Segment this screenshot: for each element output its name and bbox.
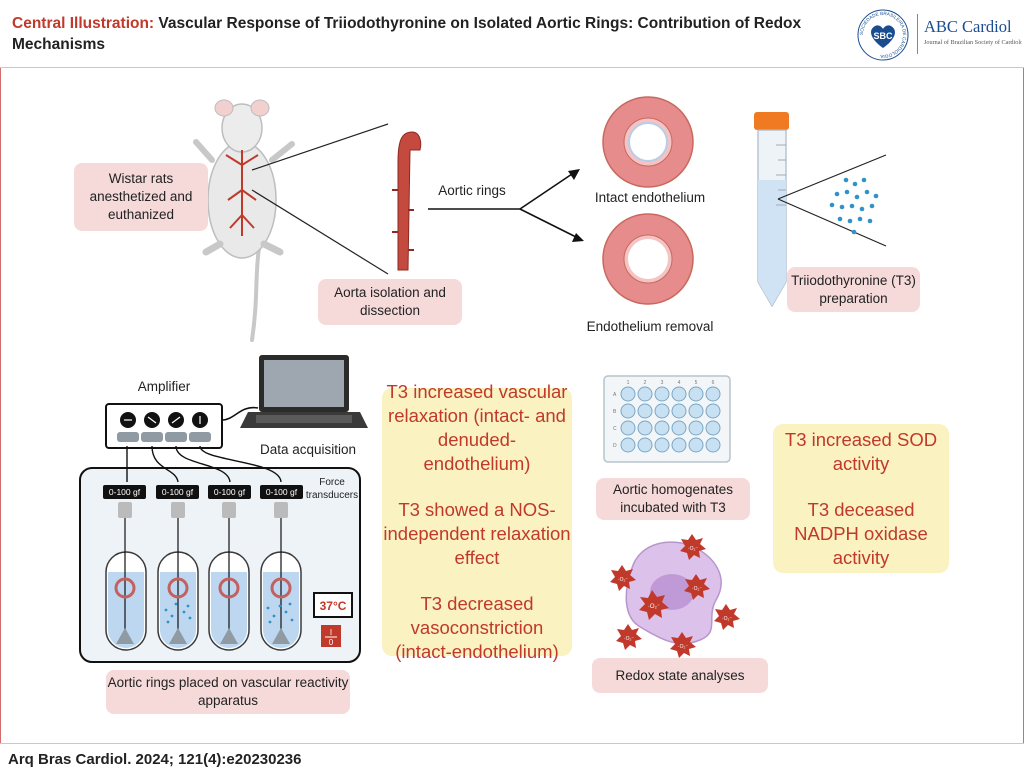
- ros-symbol: ·O₂⁻: [618, 577, 628, 583]
- title-lead: Central Illustration:: [12, 15, 155, 32]
- step-rats-box: Wistar rats anesthetized and euthanized: [74, 163, 208, 231]
- homogenates-box: Aortic homogenates incubated with T3: [596, 478, 750, 520]
- plate-row-label: C: [613, 426, 617, 432]
- ros-symbol: ·O₂⁻: [722, 616, 732, 622]
- logo-divider: [917, 14, 918, 54]
- ros-symbol: ·O₂⁻: [648, 604, 660, 610]
- plate-col-label: 3: [661, 380, 664, 386]
- apparatus-caption: Aortic rings placed on vascular reactivi…: [107, 675, 349, 708]
- amplifier-label: Amplifier: [137, 379, 191, 394]
- ros-symbol: ·O₂⁻: [692, 586, 702, 592]
- ros-symbol: ·O₂⁻: [678, 644, 688, 650]
- step-rats-label: Wistar rats anesthetized and euthanized: [89, 171, 193, 222]
- laptop-icon: [240, 355, 368, 428]
- rat-icon: [193, 99, 295, 342]
- title-text: Vascular Response of Triiodothyronine on…: [12, 15, 802, 53]
- plate-col-label: 4: [678, 380, 681, 386]
- apparatus-caption-box: Aortic rings placed on vascular reactivi…: [106, 670, 350, 714]
- split-arrow-icon: [428, 169, 584, 242]
- aortic-rings-label: Aortic rings: [438, 183, 506, 198]
- switch-on-label: I: [330, 628, 332, 637]
- ros-symbol: ·O₂⁻: [624, 636, 634, 642]
- finding-sod: T3 increased SOD activity: [784, 428, 938, 474]
- denuded-ring-icon: [602, 213, 694, 305]
- page-title: Central Illustration: Vascular Response …: [12, 13, 842, 55]
- ros-symbol: ·O₂⁻: [688, 546, 698, 552]
- logo-subtitle: Journal of Brazilian Society of Cardiolo…: [924, 39, 1022, 46]
- finding-nos-independent: T3 showed a NOS-independent relaxation e…: [383, 499, 571, 568]
- logo-name: ABC Cardiol: [924, 17, 1012, 36]
- finding-vasoconstriction: T3 decreased vasoconstriction (intact-en…: [395, 593, 559, 662]
- thermostat-display: [313, 592, 353, 618]
- step-aorta-box: Aorta isolation and dissection: [318, 279, 462, 325]
- intact-ring-icon: [602, 96, 694, 188]
- plate-col-label: 2: [644, 380, 647, 386]
- footer: Arq Bras Cardiol. 2024; 121(4):e20230236: [0, 743, 1024, 774]
- finding-relaxation: T3 increased vascular relaxation (intact…: [386, 381, 568, 474]
- plate-col-label: 5: [695, 380, 698, 386]
- gf-readout: 0-100 gf: [260, 485, 303, 499]
- plate-row-label: B: [613, 409, 617, 415]
- gf-readout: 0-100 gf: [103, 485, 146, 499]
- temperature-readout: 37°C: [320, 599, 347, 613]
- power-switch: [321, 625, 341, 647]
- transducer-wires: [126, 445, 282, 483]
- findings-left-box: T3 increased vascular relaxation (intact…: [382, 381, 572, 662]
- amplifier-icon: [105, 403, 223, 449]
- cell-icon: [625, 541, 722, 645]
- plate-row-label: A: [613, 392, 617, 398]
- force-transducers-label: Force transducers: [305, 477, 359, 501]
- step-aorta-label: Aorta isolation and dissection: [334, 285, 446, 318]
- redox-box: Redox state analyses: [592, 658, 768, 693]
- well-plate-icon: 1 2 3 4 5 6 A B C D: [603, 375, 731, 463]
- step-t3-box: Triiodothyronine (T3) preparation: [787, 267, 920, 312]
- organ-bath-chambers: [105, 502, 302, 651]
- plate-col-label: 6: [712, 380, 715, 386]
- plate-row-label: D: [613, 443, 617, 449]
- ros-burst-icons: ·O₂⁻ ·O₂⁻ ·O₂⁻ ·O₂⁻ ·O₂⁻ ·O₂⁻ ·O₂⁻: [610, 534, 740, 658]
- plate-col-label: 1: [627, 380, 630, 386]
- homogenates-label: Aortic homogenates incubated with T3: [612, 482, 734, 515]
- endothelium-removal-label: Endothelium removal: [586, 319, 714, 334]
- t3-particles-icon: [829, 177, 879, 235]
- step-t3-label: Triiodothyronine (T3) preparation: [791, 272, 916, 306]
- gf-readout: 0-100 gf: [208, 485, 251, 499]
- findings-right-box: T3 increased SOD activity T3 deceased NA…: [773, 424, 949, 573]
- logo-sbc-mark: SBC: [873, 31, 893, 41]
- aorta-icon: [392, 131, 422, 271]
- gf-readout: 0-100 gf: [156, 485, 199, 499]
- sbc-logo-icon: SOCIEDADE BRASILEIRA DE CARDIOLOGIA SBC: [857, 9, 909, 61]
- t3-tube-icon: [754, 112, 789, 308]
- header: Central Illustration: Vascular Response …: [0, 0, 1024, 68]
- data-acquisition-label: Data acquisition: [259, 442, 357, 457]
- finding-nadph: T3 deceased NADPH oxidase activity: [794, 498, 928, 568]
- switch-off-label: 0: [329, 638, 334, 647]
- redox-label: Redox state analyses: [615, 667, 745, 683]
- intact-endothelium-label: Intact endothelium: [594, 190, 706, 205]
- citation: Arq Bras Cardiol. 2024; 121(4):e20230236: [8, 751, 302, 768]
